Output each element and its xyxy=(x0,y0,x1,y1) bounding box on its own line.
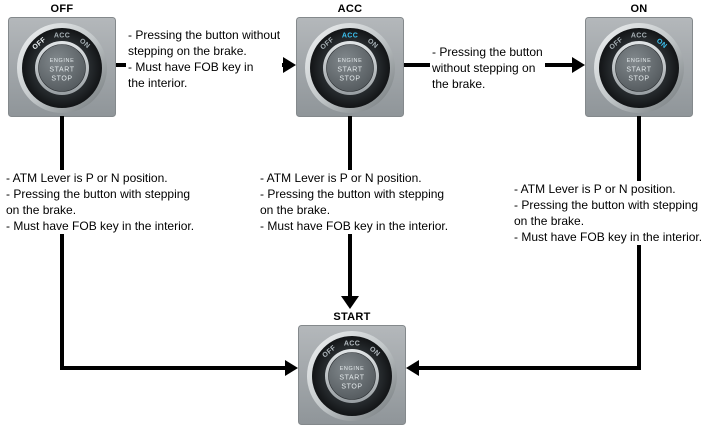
dial-center-start: START xyxy=(339,375,364,382)
dial-label-acc: ACC xyxy=(54,33,70,40)
dial-center-engine: ENGINE xyxy=(338,58,363,64)
dial-center-start: START xyxy=(626,67,651,74)
dial-center-engine: ENGINE xyxy=(50,58,75,64)
button-face xyxy=(615,44,663,92)
note-line: without stepping on xyxy=(432,61,536,75)
edge-note-off-to-acc: - Pressing the button without stepping o… xyxy=(126,27,283,91)
dial-center-stop: STOP xyxy=(51,76,72,83)
note-line: - Must have FOB key in xyxy=(128,60,254,74)
note-line: on the brake. xyxy=(6,203,77,217)
note-line: - ATM Lever is P or N position. xyxy=(6,171,168,185)
node-start-title: START xyxy=(333,311,371,323)
arrow-off-to-acc-head-icon xyxy=(283,57,296,73)
push-start-button-image-start: OFF ACC ON ENGINE START STOP xyxy=(298,325,406,425)
push-start-button-image-on: OFF ACC ON ENGINE START STOP xyxy=(585,17,693,117)
button-face xyxy=(38,44,86,92)
node-on-title: ON xyxy=(630,3,648,15)
note-line: on the brake. xyxy=(514,214,585,228)
arrow-acc-to-on-head-icon xyxy=(572,57,585,73)
note-line: - Pressing the button xyxy=(432,45,543,59)
dial-center-stop: STOP xyxy=(341,384,362,391)
arrow-acc-to-start-head-icon xyxy=(341,296,359,309)
note-line: the brake. xyxy=(432,77,486,91)
dial-label-acc: ACC xyxy=(631,33,647,40)
dial-center-start: START xyxy=(337,67,362,74)
dial-center-stop: STOP xyxy=(339,76,360,83)
arrow-on-to-start-head-icon xyxy=(406,360,419,376)
note-line: - Must have FOB key in the interior. xyxy=(260,219,449,233)
note-line: - Pressing the button with stepping xyxy=(260,187,445,201)
arrow-off-to-start-vertical xyxy=(60,116,64,370)
note-line: - Pressing the button with stepping xyxy=(6,187,191,201)
node-off-title: OFF xyxy=(50,3,74,15)
note-line: on the brake. xyxy=(260,203,331,217)
dial-label-acc: ACC xyxy=(344,341,360,348)
arrow-off-to-start-horizontal xyxy=(60,366,285,370)
node-start: START OFF ACC ON ENGINE START STOP xyxy=(298,310,406,425)
node-off: OFF OFF ACC ON ENGINE START STOP xyxy=(8,2,116,117)
note-line: - ATM Lever is P or N position. xyxy=(514,182,676,196)
arrow-off-to-start-head-icon xyxy=(285,360,298,376)
button-face xyxy=(328,352,376,400)
node-acc-title: ACC xyxy=(337,3,363,15)
button-face xyxy=(326,44,374,92)
push-start-button-image-off: OFF ACC ON ENGINE START STOP xyxy=(8,17,116,117)
edge-note-acc-to-start: - ATM Lever is P or N position. - Pressi… xyxy=(258,170,451,234)
dial-center-engine: ENGINE xyxy=(627,58,652,64)
push-start-button-image-acc: OFF ACC ON ENGINE START STOP xyxy=(296,17,404,117)
dial-center-stop: STOP xyxy=(628,76,649,83)
edge-note-acc-to-on: - Pressing the button without stepping o… xyxy=(430,44,545,92)
dial-center-engine: ENGINE xyxy=(340,366,365,372)
note-line: - Pressing the button with stepping xyxy=(514,198,699,212)
dial-label-acc: ACC xyxy=(342,33,358,40)
node-acc: ACC OFF ACC ON ENGINE START STOP xyxy=(296,2,404,117)
note-line: - ATM Lever is P or N position. xyxy=(260,171,422,185)
note-line: - Must have FOB key in the interior. xyxy=(514,230,701,244)
edge-note-off-to-start: - ATM Lever is P or N position. - Pressi… xyxy=(4,170,197,234)
edge-note-on-to-start: - ATM Lever is P or N position. - Pressi… xyxy=(512,181,701,245)
arrow-on-to-start-horizontal xyxy=(419,366,641,370)
note-line: - Pressing the button without xyxy=(128,28,281,42)
note-line: - Must have FOB key in the interior. xyxy=(6,219,195,233)
node-on: ON OFF ACC ON ENGINE START STOP xyxy=(585,2,693,117)
note-line: the interior. xyxy=(128,76,188,90)
note-line: stepping on the brake. xyxy=(128,44,247,58)
dial-center-start: START xyxy=(49,67,74,74)
